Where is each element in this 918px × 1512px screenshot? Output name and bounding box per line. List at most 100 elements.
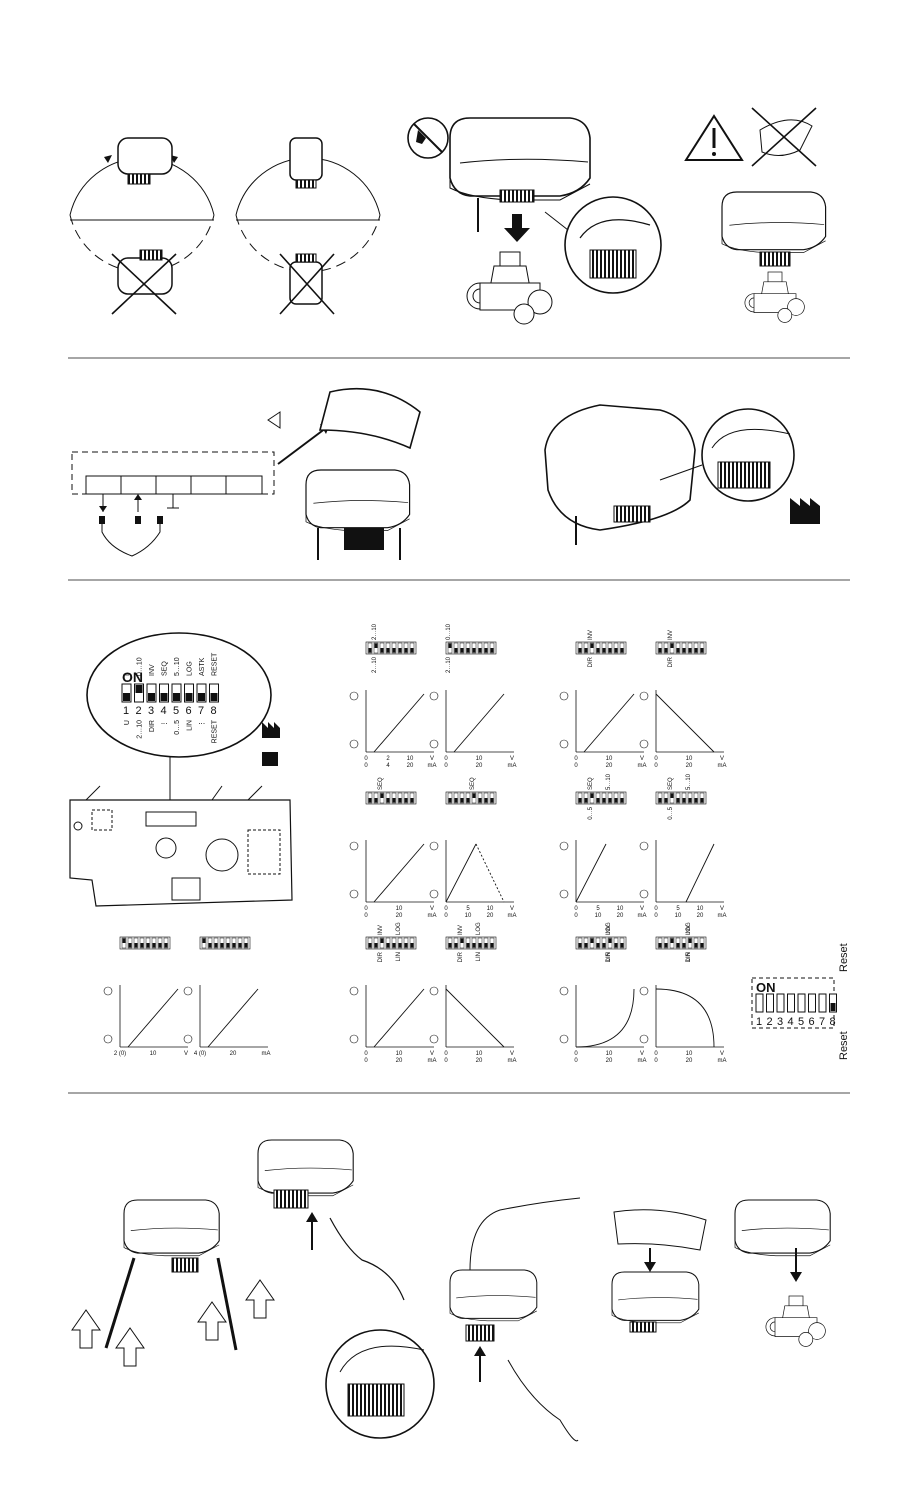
dip-switch-knob xyxy=(173,693,180,701)
mini-dip-knob xyxy=(658,798,662,803)
dip-switch-knob xyxy=(160,693,168,701)
ma-tick-label: mA xyxy=(428,1058,437,1064)
mini-dip-knob xyxy=(466,798,470,803)
ma-tick-label: 20 xyxy=(396,1058,403,1064)
ma-tick-label: 20 xyxy=(396,913,403,919)
mini-dip-knob xyxy=(460,938,464,943)
mini-dip-knob xyxy=(490,798,494,803)
graph-curve xyxy=(583,693,635,753)
dip-bottom-label: LIN xyxy=(187,720,194,731)
mini-dip-knob xyxy=(664,798,668,803)
dip-bottom-label: RESET xyxy=(212,719,219,743)
dip-bottom-label: ⋮ xyxy=(162,720,169,727)
dip-bottom-label: 0…5 xyxy=(174,720,181,735)
mini-dip-knob xyxy=(448,943,452,948)
graph-tag2: LOG xyxy=(606,922,612,935)
mini-dip-knob xyxy=(380,648,384,653)
x-tick-label: 2 xyxy=(386,756,390,762)
valve-open-icon xyxy=(639,986,649,996)
mini-dip-knob xyxy=(392,943,396,948)
dip-number: 2 xyxy=(136,705,142,717)
reset-switch xyxy=(766,993,774,1013)
dip-bottom-label: 2…10 xyxy=(137,720,144,739)
mini-dip-knob xyxy=(238,943,242,948)
mini-dip-knob xyxy=(460,648,464,653)
ma-tick-label: 0 xyxy=(444,763,448,769)
mini-dip-knob xyxy=(404,648,408,653)
graph-curve xyxy=(207,988,259,1048)
mini-dip-knob xyxy=(208,943,212,948)
mini-dip-knob xyxy=(134,943,138,948)
x-tick-label: 0 xyxy=(574,1051,578,1057)
mini-dip-knob xyxy=(596,648,600,653)
mini-dip-knob xyxy=(460,798,464,803)
reset-label-bottom: Reset xyxy=(838,1031,850,1060)
x-tick-label: V xyxy=(720,906,724,912)
graph-tag: SEQ xyxy=(470,777,476,790)
mini-dip xyxy=(575,641,627,655)
mini-dip-knob xyxy=(404,798,408,803)
mounting-orientation-right xyxy=(235,137,381,315)
ma-tick-label: mA xyxy=(718,1058,727,1064)
x-tick-label: 10 xyxy=(476,1051,483,1057)
x-tick-label: V xyxy=(184,1051,188,1057)
ma-tick-label: 0 xyxy=(654,1058,658,1064)
reset-switch xyxy=(808,993,816,1013)
mini-dip-knob xyxy=(590,938,594,943)
mini-dip xyxy=(655,791,707,805)
ma-tick-label: 0 xyxy=(364,913,368,919)
mini-dip-knob xyxy=(472,943,476,948)
cover-refit-step xyxy=(611,1209,707,1333)
mini-dip-knob xyxy=(454,798,458,803)
reset-number: 6 xyxy=(809,1016,815,1028)
x-tick-label: V xyxy=(640,1051,644,1057)
valve-closed-icon xyxy=(429,889,439,899)
dip-top-label: INV xyxy=(149,664,156,676)
mini-dip-knob xyxy=(682,798,686,803)
dip-number: 5 xyxy=(173,705,179,717)
graph-curve xyxy=(373,843,425,903)
mini-dip-knob xyxy=(670,938,674,943)
reset-on-label: ON xyxy=(756,980,776,995)
x-tick-label: 10 xyxy=(487,906,494,912)
ma-tick-label: 4 xyxy=(386,763,390,769)
mini-dip-knob xyxy=(682,648,686,653)
mini-dip-knob xyxy=(398,648,402,653)
mini-dip-knob xyxy=(596,943,600,948)
ma-tick-label: 20 xyxy=(617,913,624,919)
valve-open-icon xyxy=(639,841,649,851)
mini-dip-knob xyxy=(490,943,494,948)
ma-tick-label: mA xyxy=(428,763,437,769)
x-tick-label: 0 xyxy=(654,906,658,912)
x-tick-label: 10 xyxy=(407,756,414,762)
valve-closed-icon xyxy=(559,1034,569,1044)
dip-top-label: RESET xyxy=(212,652,219,676)
factory-default-step xyxy=(544,404,820,545)
x-tick-label: 10 xyxy=(697,906,704,912)
mini-dip-knob xyxy=(484,798,488,803)
wiring-step xyxy=(71,387,421,560)
x-tick-label: 10 xyxy=(396,906,403,912)
reset-number: 1 xyxy=(756,1016,762,1028)
dip-bottom-label: DIR xyxy=(149,720,156,732)
mini-dip-knob xyxy=(368,798,372,803)
valve-open-icon xyxy=(349,691,359,701)
x-tick-label: mA xyxy=(262,1051,271,1057)
valve-open-icon xyxy=(103,986,113,996)
ma-tick-label: mA xyxy=(508,1058,517,1064)
x-tick-label: V xyxy=(510,756,514,762)
dip-bottom-label: ⋮ xyxy=(199,720,206,727)
mini-dip xyxy=(365,791,417,805)
x-tick-label: V xyxy=(640,756,644,762)
reset-number: 8 xyxy=(830,1016,836,1028)
ma-tick-label: 20 xyxy=(606,1058,613,1064)
x-tick-label: 0 xyxy=(654,1051,658,1057)
mini-dip-knob xyxy=(688,648,692,653)
x-tick-label: V xyxy=(430,906,434,912)
dip-bottom-label: U xyxy=(124,720,131,725)
mini-dip-knob xyxy=(602,648,606,653)
